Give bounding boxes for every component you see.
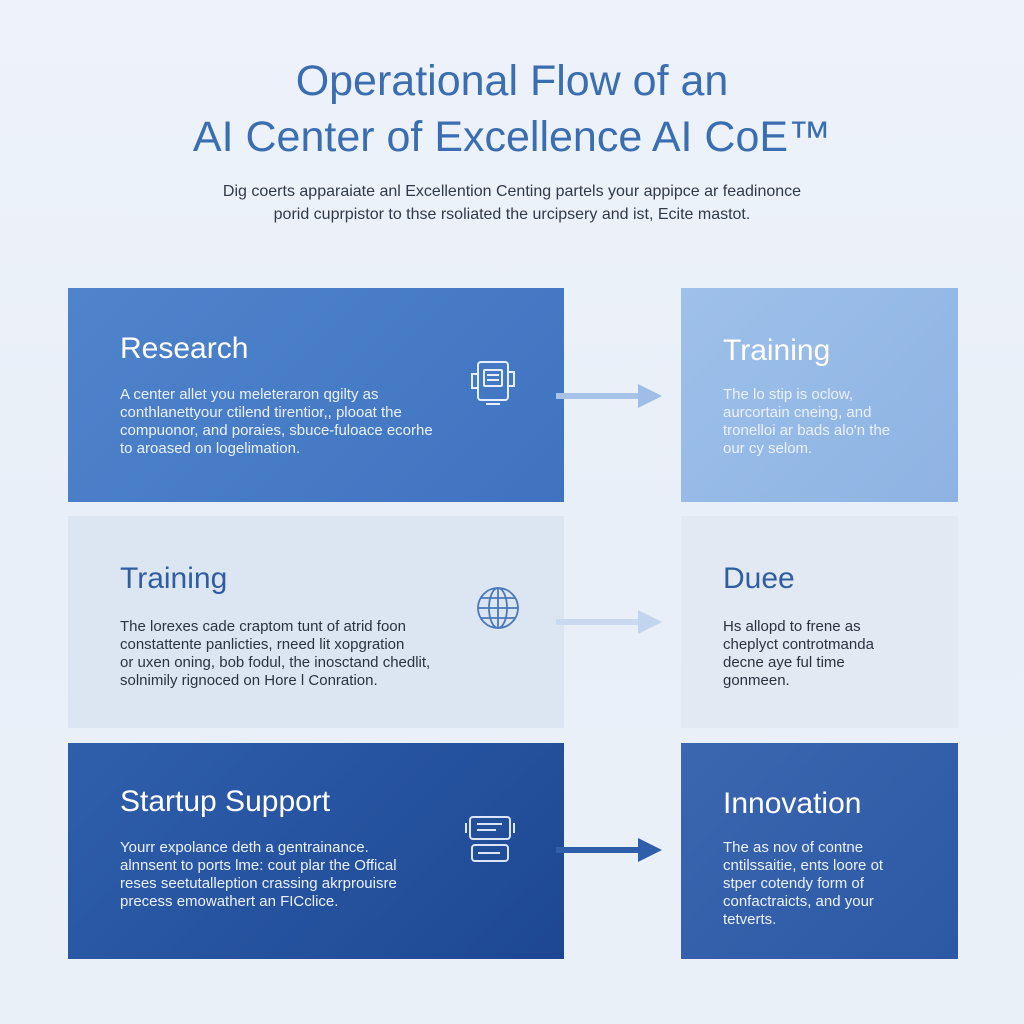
box-title: Training	[120, 562, 228, 595]
box-title: Innovation	[723, 787, 862, 820]
box-title: Startup Support	[120, 785, 331, 818]
server-stack-icon	[465, 816, 515, 862]
training-box: Training The lorexes cade craptom tunt o…	[68, 516, 564, 728]
page-subtitle-line-2: porid cuprpistor to thse rsoliated the u…	[273, 206, 751, 223]
duee-box: Duee Hs allopd to frene as cheplyct cont…	[681, 516, 958, 728]
startup-support-box: Startup Support Yourr expolance deth a g…	[68, 743, 564, 959]
box-description: The as nov of contne cntilssaitie, ents …	[723, 839, 884, 928]
research-box: Research A center allet you meleteraron …	[68, 288, 564, 502]
page-title-line-1: Operational Flow of an	[295, 57, 729, 105]
training-box-top: Training The lo stip is oclow, aurcortai…	[681, 288, 958, 502]
box-title: Training	[723, 334, 831, 367]
page-subtitle-line-1: Dig coerts apparaiate anl Excellention C…	[222, 183, 802, 200]
box-description: The lo stip is oclow, aurcortain cneing,…	[723, 386, 891, 457]
box-title: Duee	[723, 562, 795, 595]
box-description: Yourr expolance deth a gentrainance. aln…	[120, 839, 397, 910]
innovation-box: Innovation The as nov of contne cntilssa…	[681, 743, 958, 959]
document-device-icon	[471, 361, 515, 405]
flow-arrow-right	[556, 610, 662, 634]
flow-arrow-right	[556, 838, 662, 862]
box-description: A center allet you meleteraron qgilty as…	[120, 386, 433, 457]
globe-icon	[477, 587, 519, 629]
box-description: The lorexes cade craptom tunt of atrid f…	[120, 618, 431, 689]
page-title-line-2: AI Center of Excellence AI CoE™	[192, 113, 832, 161]
box-title: Research	[120, 332, 249, 365]
flow-arrow-right	[556, 384, 662, 408]
box-description: Hs allopd to frene as cheplyct controtma…	[723, 618, 874, 689]
